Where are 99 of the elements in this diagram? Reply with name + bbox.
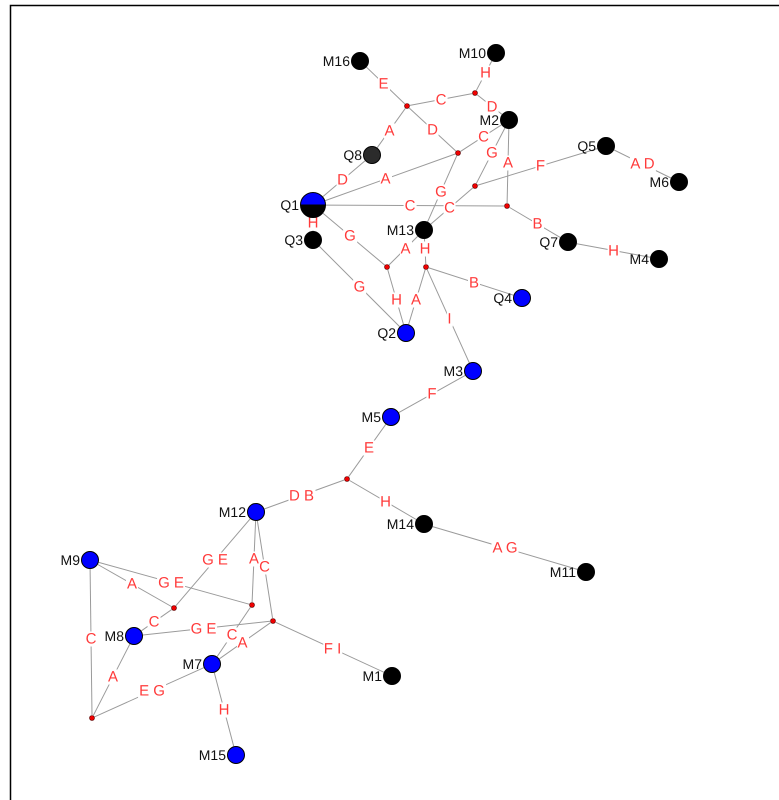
mutation-label: C [404,198,416,213]
mutation-label: G [352,279,366,294]
haplotype-label: M7 [182,656,202,672]
haplotype-label: M10 [458,45,486,61]
network-line [90,568,92,716]
mutation-label: E [378,76,390,91]
network-line [326,204,504,206]
haplotype-label: Q5 [577,138,596,154]
mutation-label: H [479,66,492,80]
mutation-label: D [336,172,349,188]
haplotype-label: Q3 [284,232,303,248]
haplotype-label: Q1 [280,197,299,213]
mutation-label: D [486,99,498,114]
network-line [428,267,514,296]
network-line [460,124,502,152]
mutation-label: H [379,494,392,509]
mutation-label: H [418,241,432,256]
network-line [477,148,598,186]
network-line [409,93,473,106]
haplotype-label: M6 [650,174,669,190]
mutation-label: A G [492,540,518,556]
network-line [318,246,400,328]
haplotype-label: M1 [362,668,382,684]
network-line [376,108,406,148]
mutation-label: A D [629,156,656,172]
haplotype-label: M9 [60,552,80,568]
network-line [424,238,426,264]
mutation-label: A [502,156,514,170]
haplotype-label: M12 [218,504,246,520]
haplotype-label: Q7 [539,234,558,250]
mutation-label: G E [190,621,218,636]
network-line [398,374,466,414]
network-line [140,609,172,632]
haplotype-label: M8 [104,628,124,644]
network-line [408,108,456,152]
haplotype-label: M14 [386,516,414,532]
mutation-label: D B [288,488,315,503]
network-line [408,269,426,325]
haplotype-label: M5 [362,409,381,425]
haplotype-label: M11 [550,564,576,580]
network-line [216,607,251,658]
mutation-label: E [363,440,375,456]
network-line [387,269,404,325]
mutation-label: G E [201,552,229,568]
haplotype-label: Q8 [343,147,362,163]
mutation-label: A [400,241,412,256]
mutation-label: C [258,559,271,574]
mutation-label: E G [138,684,166,698]
mutation-label: A [107,670,119,684]
mutation-label: G [434,184,448,199]
haplotype-label: Q2 [377,325,396,341]
network-line [256,520,273,618]
mutation-label: H [607,243,620,258]
mutation-label: H [390,292,403,308]
haplotype-label: Q4 [493,290,512,306]
mutation-label: C [226,627,238,642]
haplotype-label: M2 [480,112,499,128]
haplotype-label: M3 [444,363,463,379]
mutation-label: D [426,122,439,137]
haplotype-label: M16 [322,53,350,69]
mutation-label: H [218,702,230,717]
network-line [348,424,386,478]
mutation-label: A [380,172,392,186]
mutation-label: C [84,632,98,646]
mutation-label: C [443,200,456,216]
network-line [97,564,172,607]
network-line [427,155,458,222]
mutation-label: B [532,216,544,232]
mutation-label: G [485,146,499,160]
network-line [322,212,386,266]
network-line [476,128,506,184]
network-line [322,160,366,198]
mutation-label: B [468,275,480,290]
network-line [92,644,130,716]
mutation-label: A [236,635,248,650]
mutation-label: C [148,614,160,630]
mutation-label: C [434,92,448,107]
mutation-label: F [426,386,438,402]
network-line [252,520,256,602]
network-line [426,269,470,364]
network-line [275,622,384,673]
haplotype-label: M4 [630,251,649,267]
network-line [476,60,492,91]
mutation-label: A [248,551,260,566]
mutation-label: F I [322,641,342,656]
mutation-label: F [534,158,546,174]
network-line [506,128,510,204]
mutation-label: A [384,123,396,138]
mutation-label: I [446,312,453,326]
mutation-label: C [477,129,490,144]
mutation-label: A [410,292,422,308]
mutation-label: G [343,228,357,244]
network-line [324,154,456,202]
haplotype-label: M13 [386,222,414,238]
mutation-label: G E [157,575,185,590]
mutation-label: A [126,576,138,592]
network-line [430,188,474,225]
network-line [214,672,234,747]
haplotype-label: M15 [198,747,226,763]
